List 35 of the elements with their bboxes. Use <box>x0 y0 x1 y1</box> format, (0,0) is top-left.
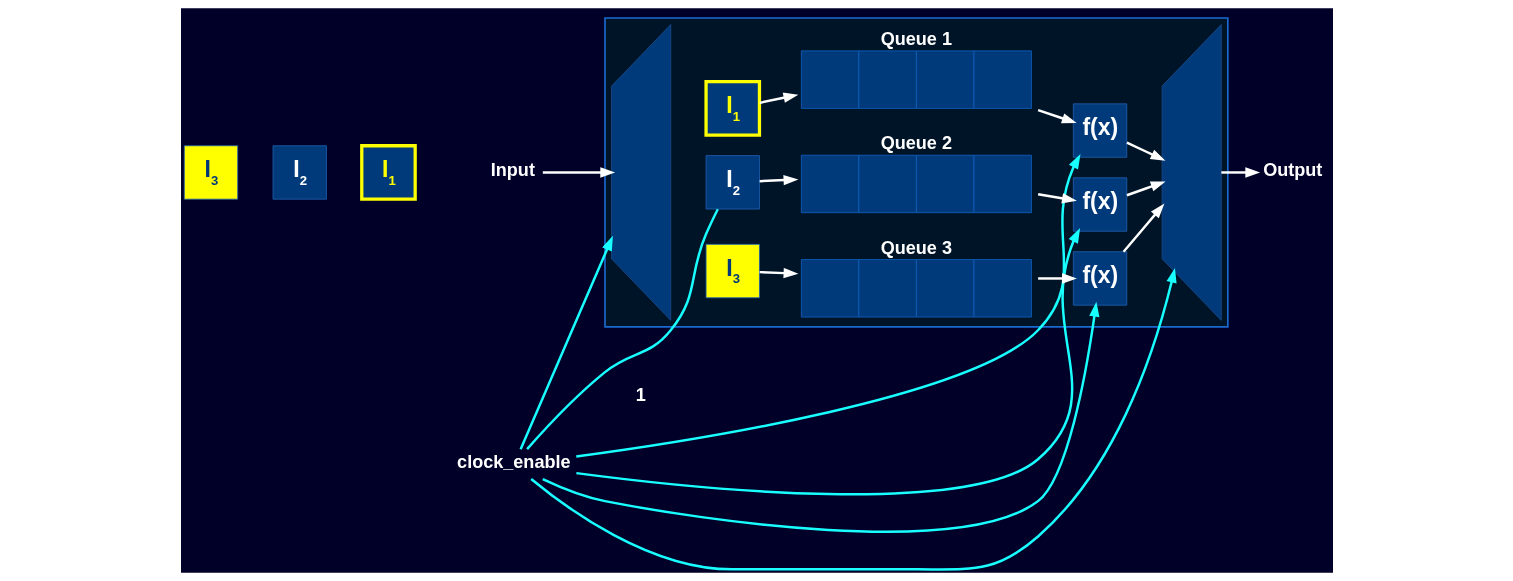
arrow <box>1037 273 1077 284</box>
node-text: Input <box>490 160 535 181</box>
node-label: Queue 2 <box>880 133 952 154</box>
connector <box>525 208 719 450</box>
arrow <box>542 167 615 178</box>
node-box: f(x) <box>1072 251 1127 306</box>
arrow <box>758 92 798 105</box>
node-box: I$_{2}$ <box>272 145 327 200</box>
arrow <box>1126 181 1166 197</box>
node-text: clock_enable <box>456 451 571 472</box>
node-box: I$_{2}$ <box>705 155 760 210</box>
node-box: I$_{3}$ <box>705 243 760 299</box>
arrow <box>759 174 798 186</box>
label: 1 <box>635 385 646 406</box>
node-label: Queue 3 <box>880 237 952 258</box>
node-trapezoid <box>1161 24 1222 321</box>
arrow <box>529 267 1177 571</box>
arrow <box>575 228 1080 496</box>
node-box: I$_{3}$ <box>183 145 238 200</box>
arrow <box>1122 203 1164 253</box>
node-label: Queue 1 <box>880 28 952 49</box>
node-trapezoid <box>610 24 671 321</box>
node-box: f(x) <box>1072 177 1127 232</box>
arrow <box>759 267 798 279</box>
node-box: I$_{1}$ <box>359 144 417 201</box>
arrow <box>575 154 1080 458</box>
arrow <box>519 235 613 450</box>
arrow <box>1037 193 1077 204</box>
arrow <box>1220 167 1260 178</box>
arrow <box>541 301 1099 533</box>
node-box: f(x) <box>1072 103 1127 158</box>
node-box: I$_{1}$ <box>703 80 761 137</box>
arrow <box>1037 108 1077 124</box>
node-text: Output <box>1262 160 1322 181</box>
arrow <box>1125 141 1165 161</box>
